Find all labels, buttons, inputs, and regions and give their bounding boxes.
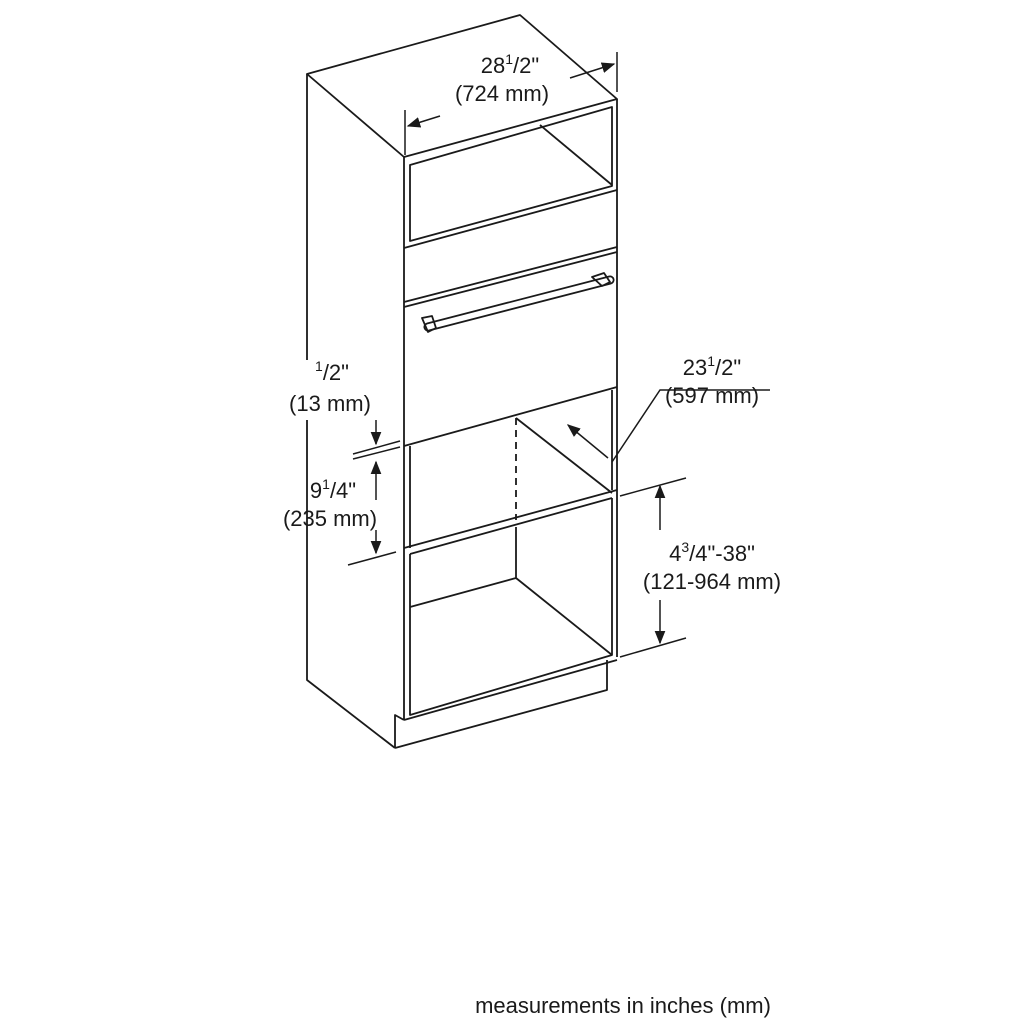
depth-mm-label: (597 mm) — [665, 383, 759, 408]
drawer-height-mm: (235 mm) — [283, 506, 377, 531]
depth-inches: 231/2" — [683, 353, 741, 380]
gap-dimension: 1/2" (13 mm) — [289, 358, 401, 460]
width-inches: 281/2" — [481, 51, 539, 78]
drawer-height-inches: 91/4" — [310, 476, 356, 503]
opening-range-mm: (121-964 mm) — [643, 569, 781, 594]
door-handle — [421, 272, 615, 333]
width-dimension: 281/2" (724 mm) — [404, 51, 618, 155]
measurements-footer: measurements in inches (mm) — [475, 993, 771, 1018]
cabinet-outline — [306, 14, 618, 749]
width-mm: (724 mm) — [455, 81, 549, 106]
gap-mm: (13 mm) — [289, 391, 371, 416]
opening-range-inches: 43/4"-38" — [669, 539, 755, 566]
gap-inches: 1/2" — [315, 358, 349, 385]
opening-range-dimension: 43/4"-38" (121-964 mm) — [619, 477, 781, 658]
drawer-height-dimension: 91/4" (235 mm) — [283, 460, 397, 566]
depth-dimension: 231/2" (597 mm) (597 mm) — [566, 353, 770, 463]
